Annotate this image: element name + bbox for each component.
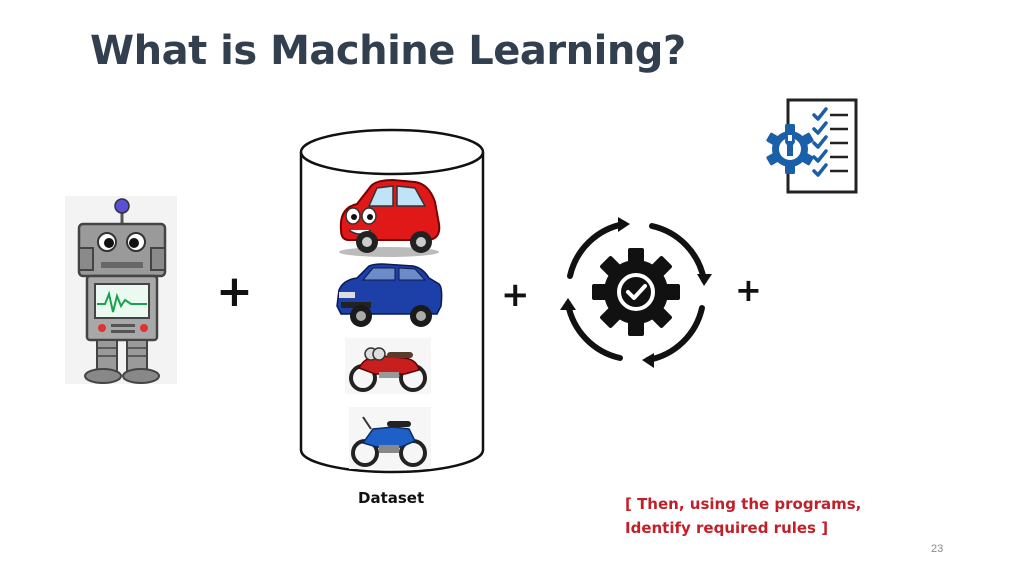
slide-title: What is Machine Learning?	[90, 28, 686, 74]
plus-sign-1: +	[216, 266, 253, 317]
plus-sign-2: +	[501, 275, 530, 315]
gear-cycle-check-icon	[560, 217, 712, 368]
red-motorcycle-icon	[345, 338, 431, 394]
dataset-caption: Dataset	[358, 489, 425, 507]
checklist-gear-icon	[766, 98, 858, 194]
blue-motorcycle-icon	[349, 407, 431, 469]
blue-suv-icon	[336, 263, 443, 327]
robot-icon	[65, 196, 177, 384]
red-cartoon-car-icon	[339, 178, 441, 257]
page-number: 23	[931, 543, 944, 555]
plus-sign-3: +	[735, 271, 762, 309]
rules-note: [ Then, using the programs, Identify req…	[625, 495, 862, 537]
